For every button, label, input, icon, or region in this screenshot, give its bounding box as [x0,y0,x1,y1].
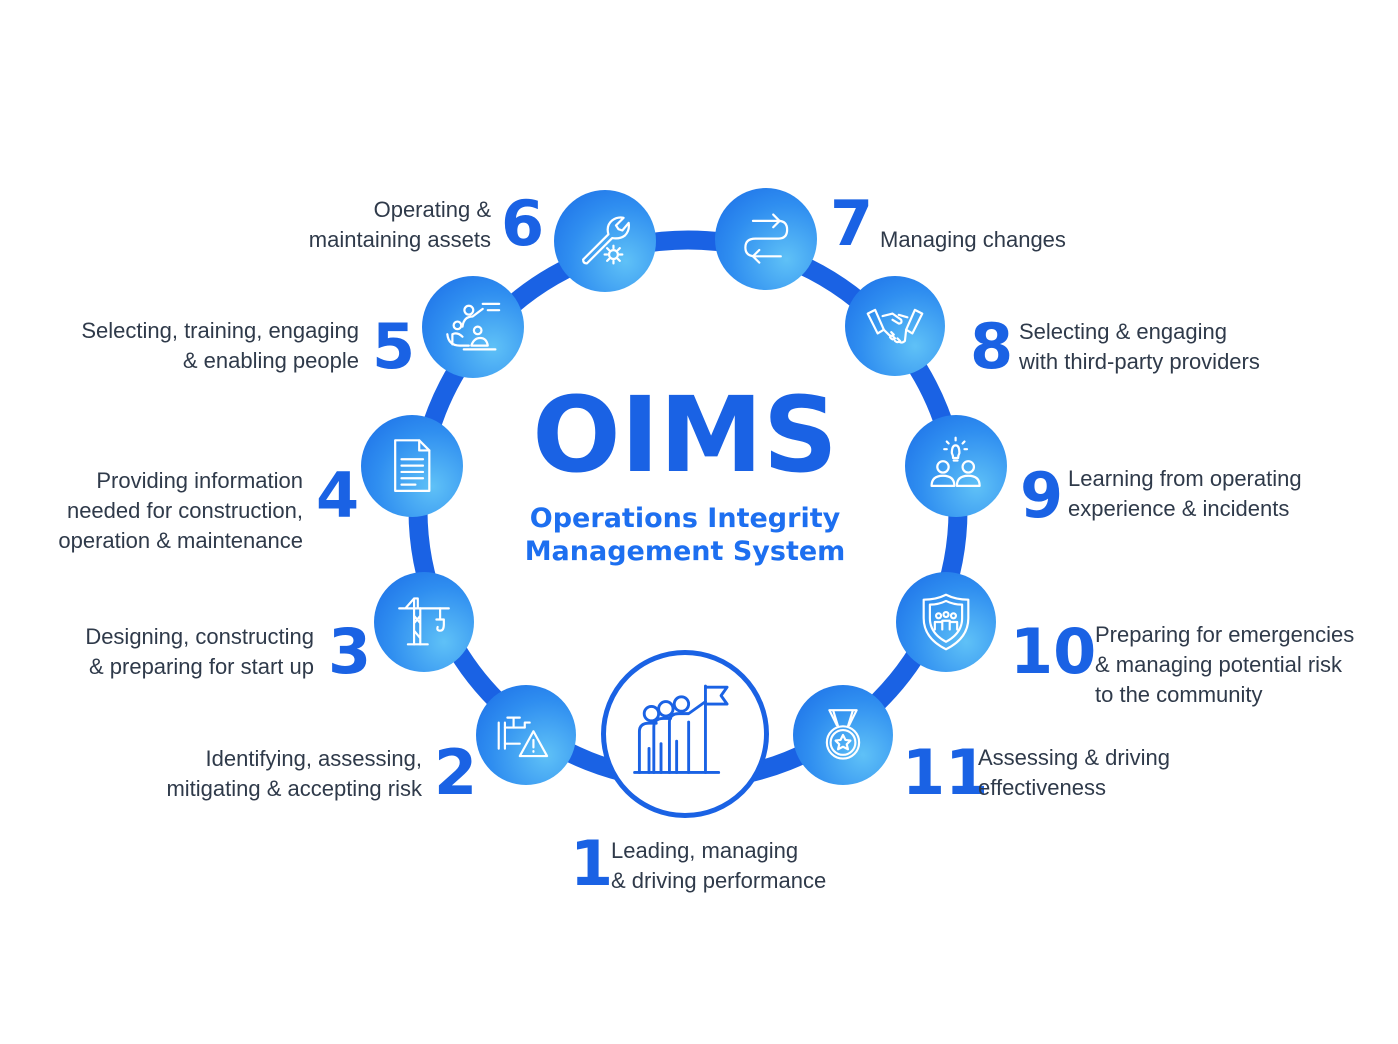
shield-community-icon [922,593,970,651]
label-line: Designing, constructing [85,624,314,649]
element-5-label: Selecting, training, engaging & enabling… [81,316,359,376]
element-7-label: Managing changes [880,225,1066,255]
label-line: Managing changes [880,227,1066,252]
element-8-node [845,276,945,376]
element-10-label: Preparing for emergencies & managing pot… [1095,620,1354,710]
diagram-subtitle: Operations Integrity Management System [485,502,885,568]
label-line: Assessing & driving [978,745,1170,770]
element-4-label: Providing information needed for constru… [58,466,303,556]
label-line: Providing information [96,468,303,493]
element-1-node [601,650,769,818]
element-10-number: 10 [1010,615,1097,688]
people-lightbulb-icon [930,437,982,488]
element-6-number: 6 [501,187,545,260]
element-2-number: 2 [434,736,478,809]
label-line: Learning from operating [1068,466,1302,491]
element-1-number: 1 [570,827,614,900]
element-11-number: 11 [902,736,989,809]
label-line: Leading, managing [611,838,799,863]
element-3-number: 3 [328,615,372,688]
label-line: with third-party providers [1019,349,1260,374]
element-11-node [793,685,893,785]
element-2-node [476,685,576,785]
element-7-node [715,188,817,290]
handshake-icon [866,308,924,344]
element-1-label: Leading, managing & driving performance [611,836,826,896]
label-line: Selecting & engaging [1019,319,1227,344]
construction-crane-icon [398,597,450,646]
label-line: & enabling people [182,348,359,373]
label-line: Selecting, training, engaging [81,318,359,343]
label-line: & driving performance [611,868,827,893]
label-line: maintaining assets [308,227,491,252]
label-line: mitigating & accepting risk [166,776,422,801]
element-6-node [554,190,656,292]
element-3-label: Designing, constructing & preparing for … [85,622,314,682]
document-icon [394,439,431,493]
label-line: operation & maintenance [58,528,303,553]
element-9-label: Learning from operating experience & inc… [1068,464,1302,524]
medal-star-icon [825,709,861,760]
element-7-number: 7 [830,187,874,260]
element-9-node [905,415,1007,517]
change-arrows-icon [744,213,789,265]
element-3-node [374,572,474,672]
subtitle-line: Management System [524,536,846,567]
element-11-label: Assessing & driving effectiveness [978,743,1170,803]
subtitle-line: Operations Integrity [529,503,841,534]
label-line: & managing potential risk [1095,652,1343,677]
label-line: to the community [1095,682,1263,707]
diagram-title: OIMS [532,374,838,496]
element-4-node [361,415,463,517]
label-line: experience & incidents [1068,496,1290,521]
element-9-number: 9 [1020,459,1064,532]
label-line: effectiveness [978,775,1107,800]
element-4-number: 4 [316,459,360,532]
element-2-label: Identifying, assessing, mitigating & acc… [166,744,422,804]
label-line: & preparing for start up [88,654,314,679]
element-8-label: Selecting & engaging with third-party pr… [1019,317,1260,377]
people-training-icon [446,303,501,351]
label-line: needed for construction, [66,498,303,523]
element-5-node [422,276,524,378]
pipe-valve-warning-icon [497,716,549,758]
element-6-label: Operating & maintaining assets [309,195,491,255]
element-8-number: 8 [970,310,1014,383]
label-line: Operating & [373,197,491,222]
element-5-number: 5 [372,310,416,383]
label-line: Identifying, assessing, [205,746,422,771]
label-line: Preparing for emergencies [1095,622,1355,647]
team-leader-flag-icon [633,684,729,774]
wrench-gear-icon [582,216,631,265]
element-10-node [896,572,996,672]
